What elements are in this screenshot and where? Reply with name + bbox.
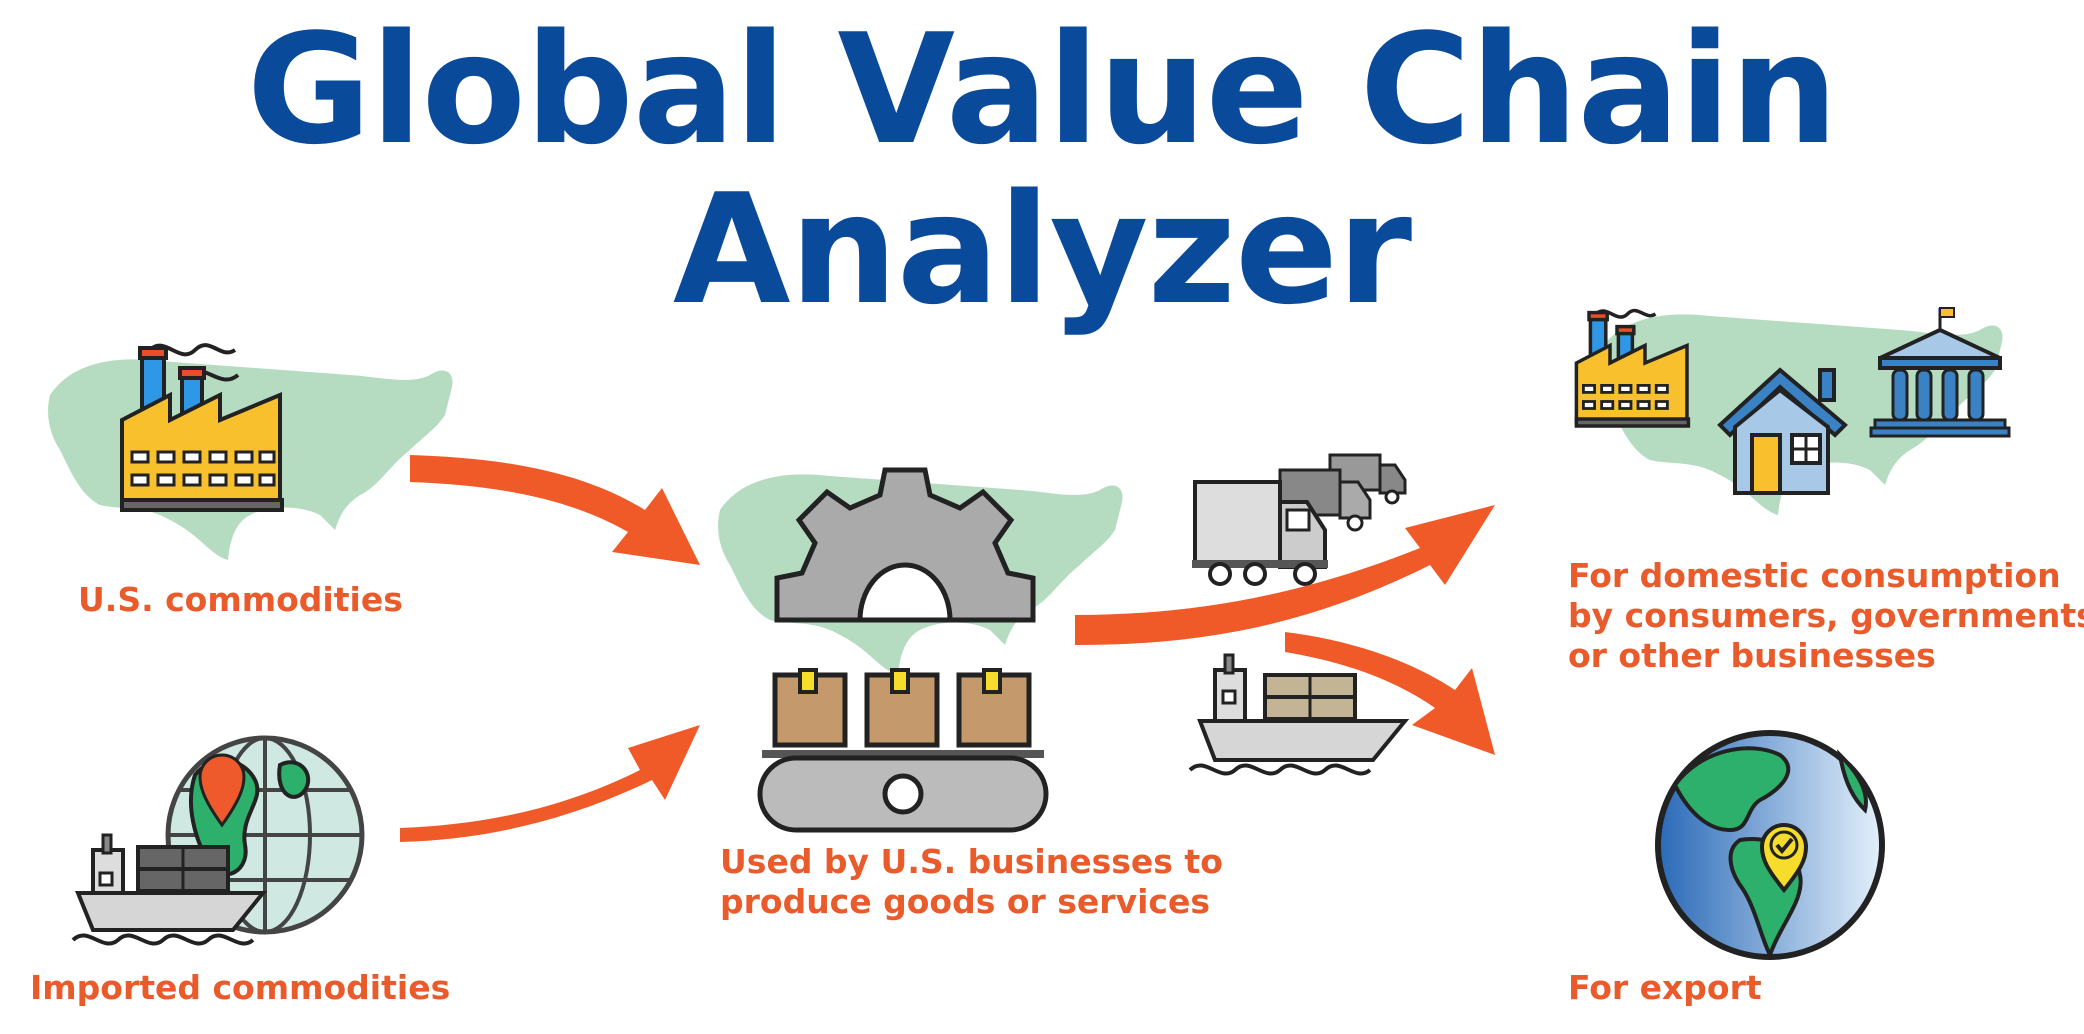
arrow-imported-to-business <box>400 725 700 842</box>
arrow-us-to-business <box>410 455 700 565</box>
domestic-label-line-1: For domestic consumption <box>1568 556 2061 595</box>
gear-icon <box>774 467 1036 623</box>
flow-arrows <box>400 455 1495 842</box>
box-icon <box>956 668 1032 748</box>
cargo-ship-icon <box>1188 653 1410 776</box>
domestic-label-line-2: by consumers, governments, <box>1568 596 2084 635</box>
us-commodities-label: U.S. commodities <box>78 580 403 619</box>
government-building-icon <box>1869 307 2011 438</box>
export-label: For export <box>1568 968 1762 1007</box>
globe-icon <box>1655 730 1885 961</box>
domestic-label-line-3: or other businesses <box>1568 636 1936 675</box>
cargo-ship-icon <box>71 833 268 946</box>
businesses-label: Used by U.S. businesses to produce goods… <box>720 842 1223 922</box>
arrow-business-to-domestic <box>1075 505 1495 645</box>
domestic-consumption-label: For domestic consumption by consumers, g… <box>1568 556 2084 676</box>
businesses-label-line-1: Used by U.S. businesses to <box>720 842 1223 881</box>
location-pin-icon <box>198 753 246 828</box>
truck-icon <box>1192 480 1328 586</box>
factory-icon <box>1574 308 1691 428</box>
imported-commodities-label: Imported commodities <box>30 968 451 1007</box>
box-icon <box>772 668 848 748</box>
businesses-label-line-2: produce goods or services <box>720 882 1210 921</box>
page-title: Global Value Chain Analyzer <box>246 1 1839 338</box>
arrow-business-to-export <box>1285 632 1495 755</box>
box-icon <box>864 668 940 748</box>
factory-icon <box>120 343 284 512</box>
house-icon <box>1717 367 1848 495</box>
checkmark-pin-icon <box>1759 823 1809 894</box>
conveyor-icon <box>757 668 1049 833</box>
